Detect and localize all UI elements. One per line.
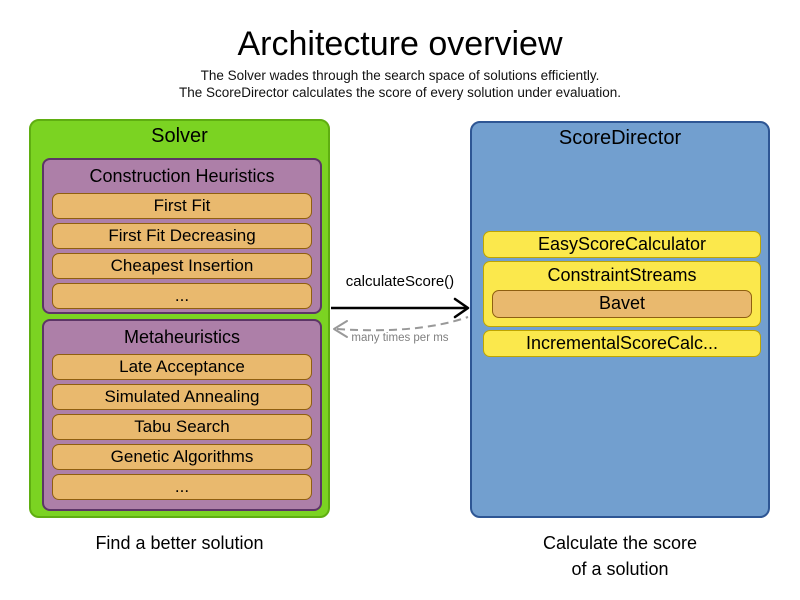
solver-caption: Find a better solution bbox=[95, 533, 264, 553]
constraint-streams-box: ConstraintStreams Bavet bbox=[483, 261, 761, 327]
page-title: Architecture overview bbox=[237, 25, 563, 63]
chip-incremental-score-calculator: IncrementalScoreCalc... bbox=[483, 330, 761, 357]
chip-first-fit-decreasing: First Fit Decreasing bbox=[52, 223, 312, 249]
score-director-caption-line-2: of a solution bbox=[571, 559, 669, 579]
score-director-caption: Calculate the score of a solution bbox=[470, 530, 770, 582]
calculate-score-arrow bbox=[331, 297, 470, 319]
construction-heuristics-group: Construction Heuristics First Fit First … bbox=[42, 158, 322, 314]
chip-simulated-annealing: Simulated Annealing bbox=[52, 384, 312, 410]
chip-genetic-algorithms: Genetic Algorithms bbox=[52, 444, 312, 470]
metaheuristics-title: Metaheuristics bbox=[123, 327, 241, 347]
chip-cheapest-insertion: Cheapest Insertion bbox=[52, 253, 312, 279]
score-director-box: ScoreDirector EasyScoreCalculator Constr… bbox=[470, 121, 770, 518]
chip-first-fit: First Fit bbox=[52, 193, 312, 219]
chip-metaheuristics-more: ... bbox=[52, 474, 312, 500]
chip-easy-score-calculator: EasyScoreCalculator bbox=[483, 231, 761, 258]
subtitle-line-1: The Solver wades through the search spac… bbox=[200, 68, 600, 83]
chip-tabu-search: Tabu Search bbox=[52, 414, 312, 440]
solver-title: Solver bbox=[151, 125, 208, 147]
chip-late-acceptance: Late Acceptance bbox=[52, 354, 312, 380]
metaheuristics-group: Metaheuristics Late Acceptance Simulated… bbox=[42, 319, 322, 511]
solver-box: Solver Construction Heuristics First Fit… bbox=[29, 119, 330, 518]
construction-heuristics-title: Construction Heuristics bbox=[89, 166, 275, 186]
calculate-score-label: calculateScore() bbox=[345, 273, 455, 290]
score-director-caption-line-1: Calculate the score bbox=[542, 533, 698, 553]
chip-bavet: Bavet bbox=[492, 290, 752, 318]
frequency-label: many times per ms bbox=[351, 332, 449, 344]
subtitle-line-2: The ScoreDirector calculates the score o… bbox=[179, 85, 621, 100]
score-director-title: ScoreDirector bbox=[558, 127, 682, 149]
constraint-streams-title: ConstraintStreams bbox=[547, 265, 697, 285]
chip-construction-more: ... bbox=[52, 283, 312, 309]
